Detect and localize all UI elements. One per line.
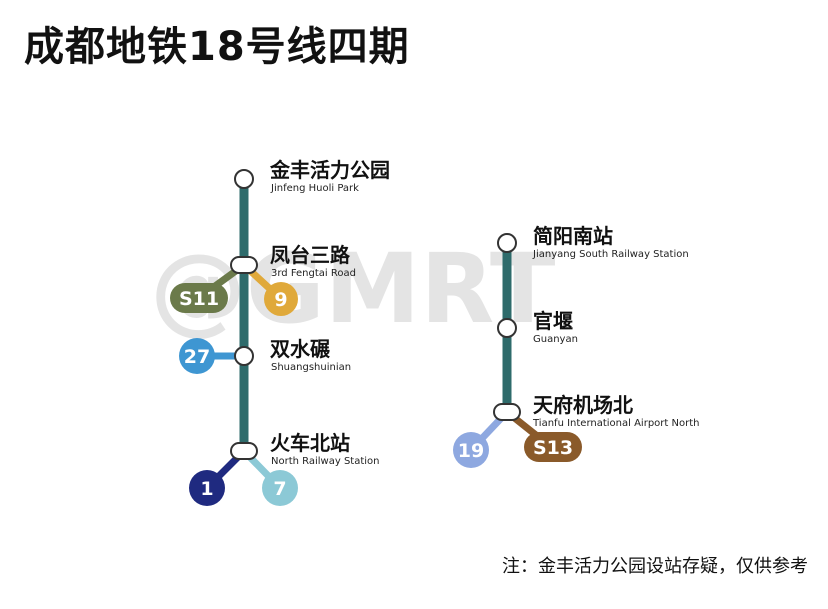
station-en-guanyan: Guanyan <box>533 334 578 345</box>
station-en-jinfeng: Jinfeng Huoli Park <box>270 183 359 194</box>
station-label-jianyang: 简阳南站 <box>533 224 613 248</box>
badge-line-27-shape <box>179 338 215 374</box>
station-node-jianyang[interactable] <box>497 233 517 253</box>
badge-s11[interactable]: S11 <box>170 283 228 313</box>
station-en-north-rail: North Railway Station <box>271 456 380 467</box>
station-label-tianfu-north: 天府机场北 <box>533 393 633 417</box>
station-node-shuangshui[interactable] <box>234 346 254 366</box>
station-node-tianfu-north[interactable] <box>493 403 521 421</box>
badge-line-19-shape <box>453 432 489 468</box>
station-en-jianyang: Jianyang South Railway Station <box>532 249 689 260</box>
badge-line-7-label: 7 <box>273 478 286 500</box>
badge-line-7-shape <box>262 470 298 506</box>
station-node-jinfeng[interactable] <box>234 169 254 189</box>
badge-line-27[interactable]: 27 <box>179 338 215 374</box>
badge-line-7[interactable]: 7 <box>262 470 298 506</box>
station-en-tianfu-north: Tianfu International Airport North <box>532 418 699 429</box>
badge-line-27-label: 27 <box>184 346 210 368</box>
badge-line-9-shape <box>264 282 298 316</box>
station-node-guanyan[interactable] <box>497 318 517 338</box>
station-label-guanyan: 官堰 <box>533 309 573 333</box>
station-node-fengtai[interactable] <box>230 256 258 274</box>
badge-line-1-label: 1 <box>200 478 213 500</box>
badge-s13[interactable]: S13 <box>524 432 582 462</box>
badge-line-1-shape <box>189 470 225 506</box>
station-en-shuangshui: Shuangshuinian <box>271 362 351 373</box>
station-label-fengtai: 凤台三路 <box>270 243 351 267</box>
station-en-fengtai: 3rd Fengtai Road <box>271 268 356 279</box>
badge-line-19[interactable]: 19 <box>453 432 489 468</box>
badge-line-1[interactable]: 1 <box>189 470 225 506</box>
badge-s11-label: S11 <box>179 288 219 310</box>
footnote: 注：金丰活力公园设站存疑，仅供参考 <box>502 556 808 577</box>
badge-line-19-label: 19 <box>458 440 484 462</box>
page-title: 成都地铁18号线四期 <box>24 24 410 70</box>
station-label-jinfeng: 金丰活力公园 <box>269 158 390 182</box>
station-node-north-rail[interactable] <box>230 442 258 460</box>
badge-line-9-label: 9 <box>274 289 287 311</box>
station-label-shuangshui: 双水碾 <box>270 337 331 361</box>
badge-line-9[interactable]: 9 <box>264 282 298 316</box>
badge-s13-shape <box>524 432 582 462</box>
station-label-north-rail: 火车北站 <box>270 431 350 455</box>
badge-s11-shape <box>170 283 228 313</box>
badge-s13-label: S13 <box>533 437 573 459</box>
